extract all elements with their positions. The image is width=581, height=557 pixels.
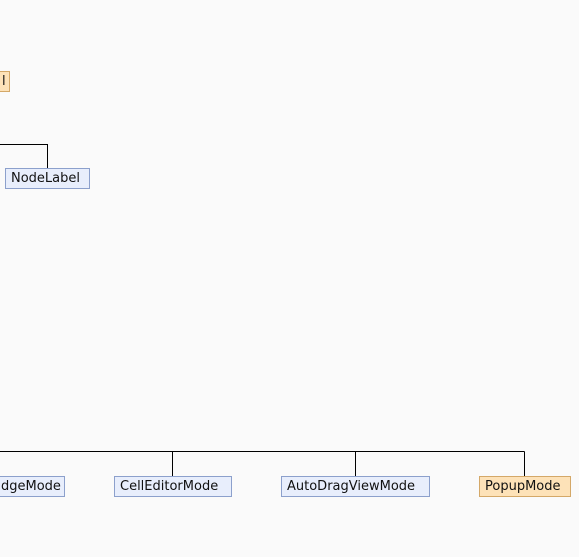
- node-node-label[interactable]: NodeLabel: [5, 168, 90, 189]
- node-auto-drag-view-mode-text: AutoDragViewMode: [287, 479, 416, 494]
- node-auto-drag-view-mode[interactable]: AutoDragViewMode: [281, 476, 430, 497]
- node-edge-mode-partial-text: dgeMode: [1, 479, 61, 494]
- node-cell-editor-mode-text: CellEditorMode: [120, 479, 219, 494]
- node-top-partial[interactable]: l: [0, 71, 10, 92]
- node-edge-mode-partial[interactable]: dgeMode: [0, 476, 65, 497]
- node-top-partial-label: l: [2, 74, 6, 89]
- connector-node-label: [0, 144, 48, 168]
- node-cell-editor-mode[interactable]: CellEditorMode: [114, 476, 232, 497]
- node-popup-mode[interactable]: PopupMode: [479, 476, 571, 497]
- node-node-label-text: NodeLabel: [11, 171, 80, 186]
- node-popup-mode-text: PopupMode: [485, 479, 561, 494]
